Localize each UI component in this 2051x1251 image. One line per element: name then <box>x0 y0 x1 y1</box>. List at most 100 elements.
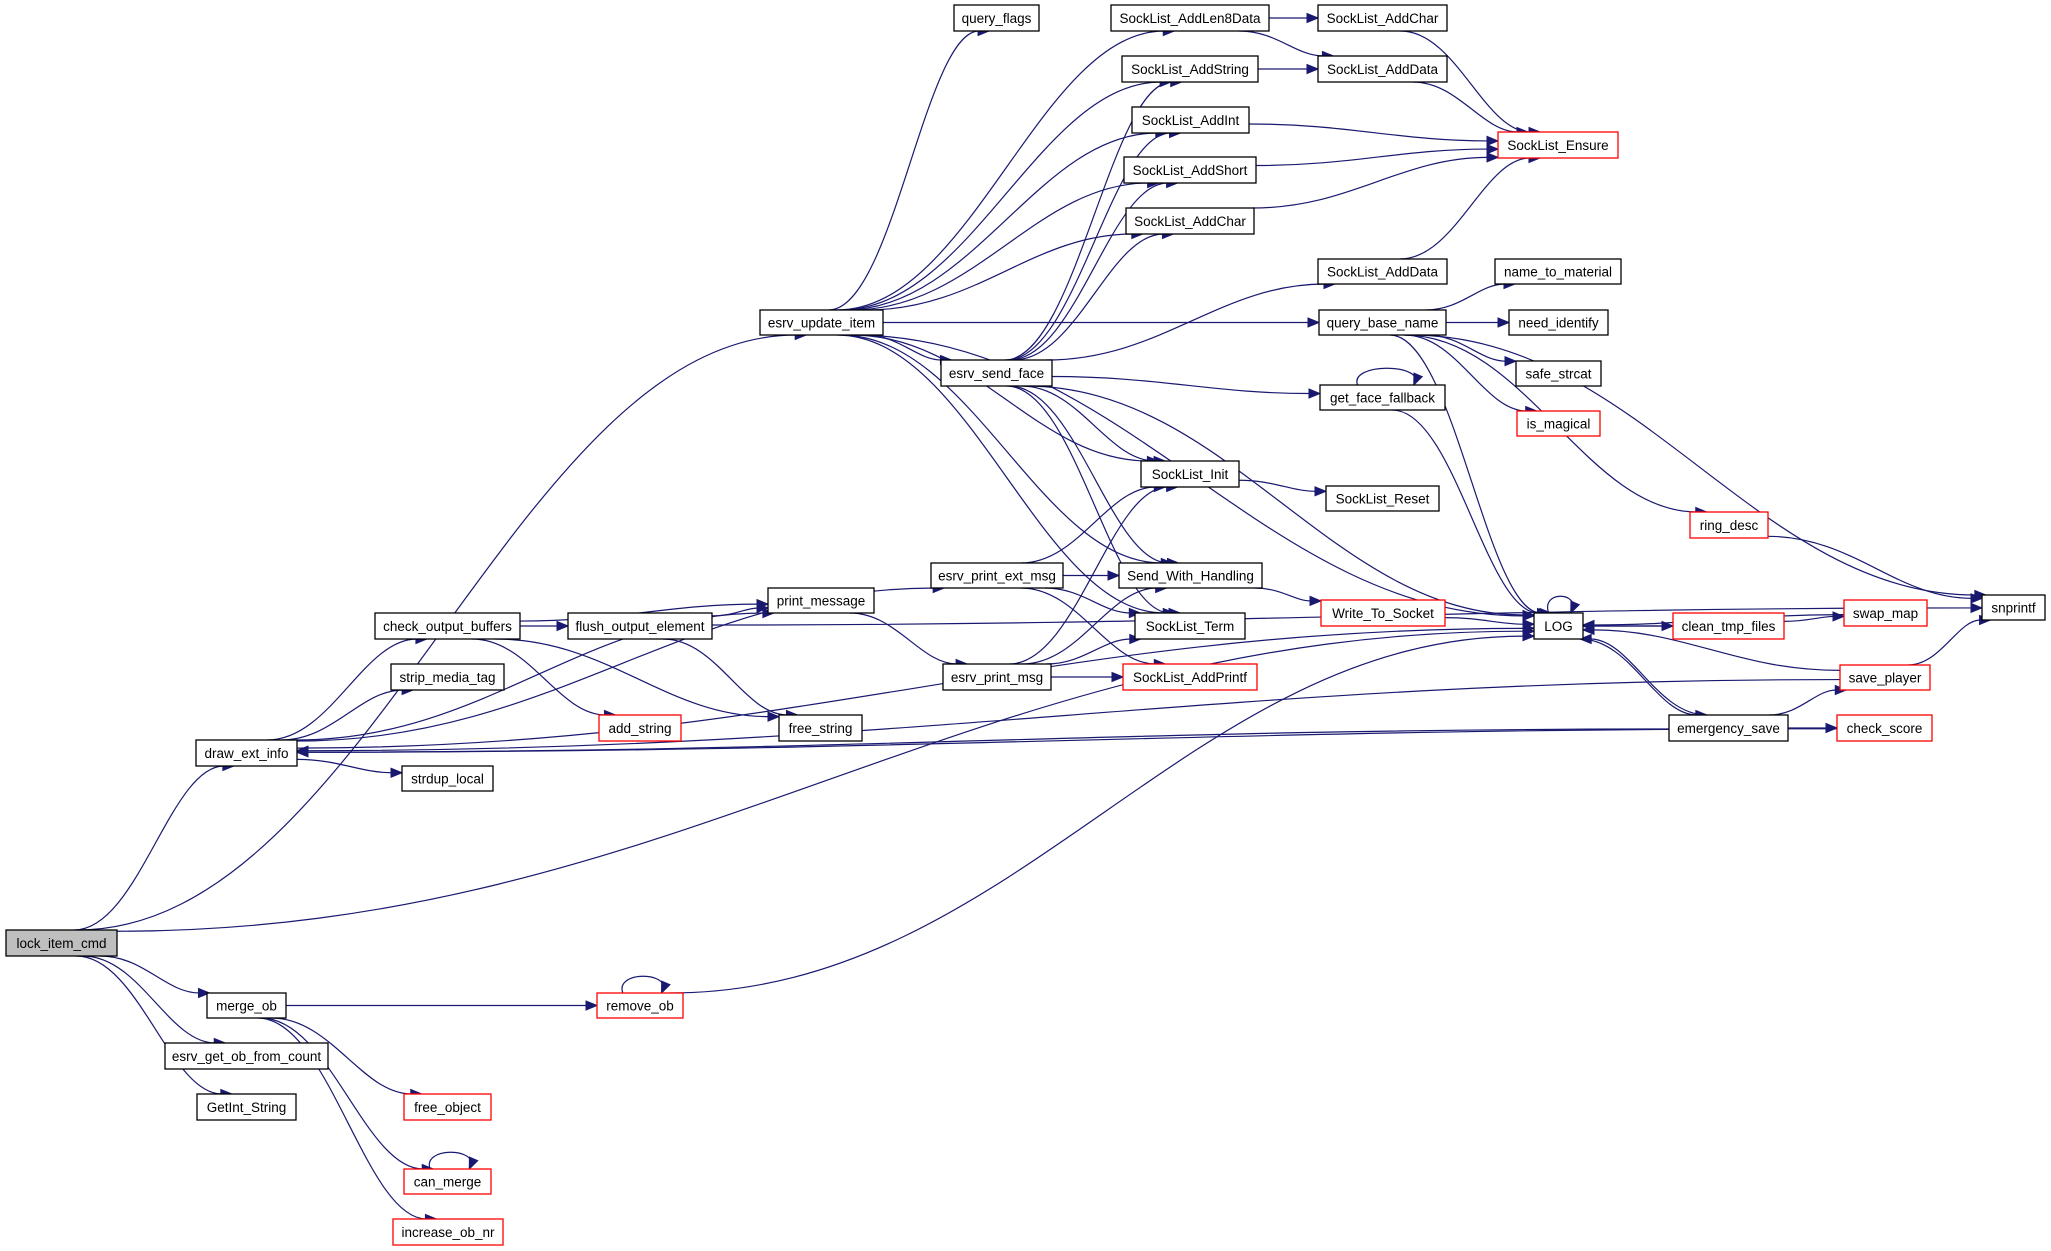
node-strip-media-tag[interactable]: strip_media_tag <box>390 663 505 691</box>
node-label: SockList_AddString <box>1131 62 1249 77</box>
node-esrv-get-ob-from-count[interactable]: esrv_get_ob_from_count <box>164 1042 329 1070</box>
edge-ring_desc-to-snprintf <box>1767 535 1984 604</box>
node-box <box>1122 663 1258 691</box>
node-free-string[interactable]: free_string <box>778 714 863 742</box>
node-label: LOG <box>1544 619 1573 634</box>
node-get-face-fallback[interactable]: get_face_fallback <box>1319 384 1446 411</box>
node-label: SockList_AddShort <box>1133 163 1248 178</box>
node-socklist-addchar[interactable]: SockList_AddChar <box>1125 207 1255 235</box>
node-can-merge[interactable]: can_merge <box>403 1168 492 1195</box>
edge-check_score-to-draw_ext_info <box>295 728 1838 758</box>
node-free-object[interactable]: free_object <box>403 1093 492 1121</box>
edge-esrv_print_ext_msg-to-SockList_Term <box>1044 587 1142 619</box>
edge-merge_ob-to-remove_ob <box>285 1000 599 1011</box>
node-box <box>1318 309 1447 336</box>
edge-check_output_buffers-to-free_string <box>495 638 781 722</box>
node-box <box>1839 664 1931 691</box>
node-send-with-handling[interactable]: Send_With_Handling <box>1118 562 1263 589</box>
node-box <box>953 4 1040 32</box>
node-check-output-buffers[interactable]: check_output_buffers <box>374 612 521 640</box>
node-socklist-addlen8data[interactable]: SockList_AddLen8Data <box>1110 4 1270 32</box>
edge-esrv_update_item-to-query_flags <box>828 25 991 311</box>
node-label: swap_map <box>1853 606 1918 621</box>
node-esrv-update-item[interactable]: esrv_update_item <box>759 309 884 336</box>
node-need-identify[interactable]: need_identify <box>1508 309 1609 336</box>
edge-esrv_send_face-to-LOG <box>1025 385 1536 621</box>
node-write-to-socket[interactable]: Write_To_Socket <box>1320 599 1446 627</box>
node-draw-ext-info[interactable]: draw_ext_info <box>195 739 298 767</box>
node-add-string[interactable]: add_string <box>598 714 682 742</box>
node-box <box>1317 258 1448 285</box>
edge-query_base_name-to-need_identify <box>1446 317 1511 328</box>
edge-query_base_name-to-snprintf <box>1410 334 1988 601</box>
node-label: query_base_name <box>1327 316 1439 331</box>
node-label: esrv_send_face <box>949 366 1044 381</box>
node-label: esrv_print_msg <box>951 670 1043 685</box>
node-esrv-print-ext-msg[interactable]: esrv_print_ext_msg <box>930 562 1064 589</box>
node-label: draw_ext_info <box>204 746 288 761</box>
node-box <box>1118 562 1263 589</box>
node-label: SockList_AddInt <box>1142 113 1240 128</box>
node-box <box>1836 714 1933 742</box>
node-safe-strcat[interactable]: safe_strcat <box>1515 360 1602 387</box>
node-log[interactable]: LOG <box>1533 612 1584 640</box>
node-socklist-term[interactable]: SockList_Term <box>1134 612 1246 640</box>
node-print-message[interactable]: print_message <box>767 587 875 614</box>
edge-can_merge-to-can_merge <box>428 1151 479 1171</box>
node-socklist-addprintf[interactable]: SockList_AddPrintf <box>1122 663 1258 691</box>
node-query-flags[interactable]: query_flags <box>953 4 1040 32</box>
node-box <box>1497 131 1619 159</box>
node-socklist-reset[interactable]: SockList_Reset <box>1325 485 1440 512</box>
edge-esrv_print_ext_msg-to-Send_With_Handling <box>1063 570 1121 581</box>
node-socklist-addchar-top[interactable]: SockList_AddChar <box>1317 4 1448 32</box>
edge-esrv_print_ext_msg-to-SockList_Init <box>1020 481 1167 564</box>
edge-save_player-to-draw_ext_info <box>295 678 1841 756</box>
node-socklist-addint[interactable]: SockList_AddInt <box>1131 106 1250 134</box>
edge-Send_With_Handling-to-Write_To_Socket <box>1254 587 1323 607</box>
node-label: esrv_get_ob_from_count <box>172 1049 322 1064</box>
node-snprintf[interactable]: snprintf <box>1981 594 2046 621</box>
node-label: snprintf <box>1991 601 2036 616</box>
node-clean-tmp-files[interactable]: clean_tmp_files <box>1672 612 1785 640</box>
edge-draw_ext_info-to-strdup_local <box>296 758 404 778</box>
node-socklist-init[interactable]: SockList_Init <box>1140 460 1240 488</box>
node-socklist-addstring[interactable]: SockList_AddString <box>1121 55 1259 83</box>
node-socklist-ensure[interactable]: SockList_Ensure <box>1497 131 1619 159</box>
edge-SockList_AddChar_top-to-SockList_Ensure <box>1400 30 1542 138</box>
node-merge-ob[interactable]: merge_ob <box>206 992 287 1019</box>
node-is-magical[interactable]: is_magical <box>1516 410 1601 437</box>
node-socklist-adddata[interactable]: SockList_AddData <box>1317 258 1448 285</box>
edge-lock_item_cmd-to-merge_ob <box>99 955 211 999</box>
edge-esrv_update_item-to-SockList_AddChar <box>866 228 1145 311</box>
node-socklist-addshort[interactable]: SockList_AddShort <box>1123 156 1257 184</box>
node-label: SockList_AddData <box>1327 62 1439 77</box>
edge-SockList_AddInt-to-SockList_Ensure <box>1248 123 1500 147</box>
node-strdup-local[interactable]: strdup_local <box>401 765 494 792</box>
node-socklist-adddata-top[interactable]: SockList_AddData <box>1317 55 1448 83</box>
node-getint-string[interactable]: GetInt_String <box>196 1093 297 1121</box>
node-save-player[interactable]: save_player <box>1839 664 1931 691</box>
node-swap-map[interactable]: swap_map <box>1843 599 1928 627</box>
node-query-base-name[interactable]: query_base_name <box>1318 309 1447 336</box>
node-remove-ob[interactable]: remove_ob <box>596 992 684 1019</box>
node-name-to-material[interactable]: name_to_material <box>1494 258 1622 285</box>
node-label: query_flags <box>962 11 1032 26</box>
node-check-score[interactable]: check_score <box>1836 714 1933 742</box>
node-box <box>767 587 875 614</box>
edge-print_message-to-esrv_print_msg <box>849 612 969 670</box>
edge-flush_output_element-to-print_message <box>711 602 770 617</box>
node-label: clean_tmp_files <box>1682 619 1776 634</box>
nodes-layer: lock_item_cmd esrv_update_item draw_ext_in… <box>5 4 2046 1246</box>
edge-flush_output_element-to-free_string <box>663 638 799 721</box>
edge-esrv_update_item-to-SockList_AddInt <box>844 127 1169 311</box>
node-ring-desc[interactable]: ring_desc <box>1689 511 1769 539</box>
node-lock-item-cmd[interactable]: lock_item_cmd <box>5 929 118 957</box>
node-esrv-send-face[interactable]: esrv_send_face <box>940 359 1053 387</box>
node-label: Send_With_Handling <box>1127 569 1254 584</box>
edge-SockList_AddChar-to-SockList_Ensure <box>1252 152 1500 209</box>
edge-LOG-to-emergency_save <box>1580 638 1709 721</box>
node-increase-ob-nr[interactable]: increase_ob_nr <box>392 1218 504 1246</box>
node-esrv-print-msg[interactable]: esrv_print_msg <box>942 663 1052 691</box>
node-emergency-save[interactable]: emergency_save <box>1668 714 1789 742</box>
node-flush-output-element[interactable]: flush_output_element <box>567 612 713 640</box>
